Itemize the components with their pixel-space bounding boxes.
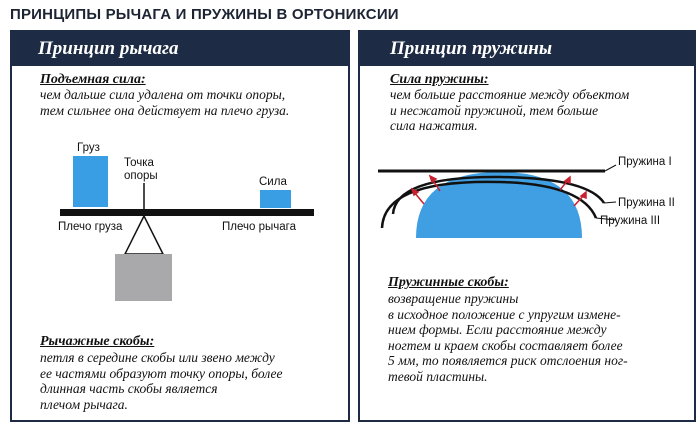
force-arrow-left-2-head: [428, 174, 438, 184]
lever-bar: [60, 209, 314, 216]
spring-panel-title: Принцип пружины: [390, 38, 553, 59]
lift-force-text: чем дальше сила удалена от точки опоры, …: [40, 87, 290, 118]
fulcrum-label-line2: опоры: [124, 170, 158, 182]
force-label: Сила: [259, 176, 287, 188]
spring-braces-title: Пружинные скобы:: [388, 275, 509, 290]
lever-braces-title: Рычажные скобы:: [40, 334, 155, 349]
spring-3-pointer: [595, 217, 617, 221]
spring-1-label: Пружина I: [618, 156, 672, 168]
load-arm-label: Плечо груза: [58, 221, 123, 233]
spring-2-label: Пружина II: [618, 197, 675, 209]
spring-panel-header: Принцип пружины: [360, 32, 694, 66]
weight-block: [115, 254, 172, 301]
force-box: [260, 190, 291, 208]
spring-3-label: Пружина III: [600, 215, 660, 227]
spring-force-title: Сила пружины:: [390, 72, 489, 87]
force-arrow-left-1-head: [410, 187, 420, 197]
spring-diagram: Пружина I Пружина II Пружина III: [378, 156, 675, 238]
load-box: [73, 156, 108, 207]
spring-2-pointer: [603, 201, 617, 204]
lever-panel: Принцип рычага Подъемная сила: чем дальш…: [10, 30, 350, 422]
fulcrum-label-line1: Точка: [124, 157, 155, 169]
spring-panel: Принцип пружины Сила пружины: чем больше…: [358, 30, 696, 422]
spring-1-pointer: [604, 164, 617, 172]
spring-braces-text: возвращение пружины в исходное положение…: [388, 291, 628, 384]
lever-diagram: Груз Точка опоры Сила Плечо груза Плечо …: [58, 142, 314, 301]
lift-force-title: Подъемная сила:: [40, 72, 146, 87]
spring-3-curve: [380, 180, 598, 229]
force-arrows: [410, 174, 587, 207]
fulcrum-triangle: [123, 214, 165, 255]
lever-panel-header: Принцип рычага: [12, 32, 348, 66]
lever-arm-label: Плечо рычага: [222, 221, 297, 233]
spring-force-text: чем больше расстояние между объектом и н…: [390, 87, 630, 133]
load-label: Груз: [77, 142, 100, 154]
force-arrow-right-2-head: [579, 190, 587, 200]
nail-dome: [416, 172, 582, 238]
page-title: ПРИНЦИПЫ РЫЧАГА И ПРУЖИНЫ В ОРТОНИКСИИ: [10, 6, 399, 23]
lever-panel-title: Принцип рычага: [38, 38, 179, 59]
lever-braces-text: петля в середине скобы или звено между е…: [40, 350, 283, 412]
force-arrow-right-1-head: [563, 175, 571, 185]
